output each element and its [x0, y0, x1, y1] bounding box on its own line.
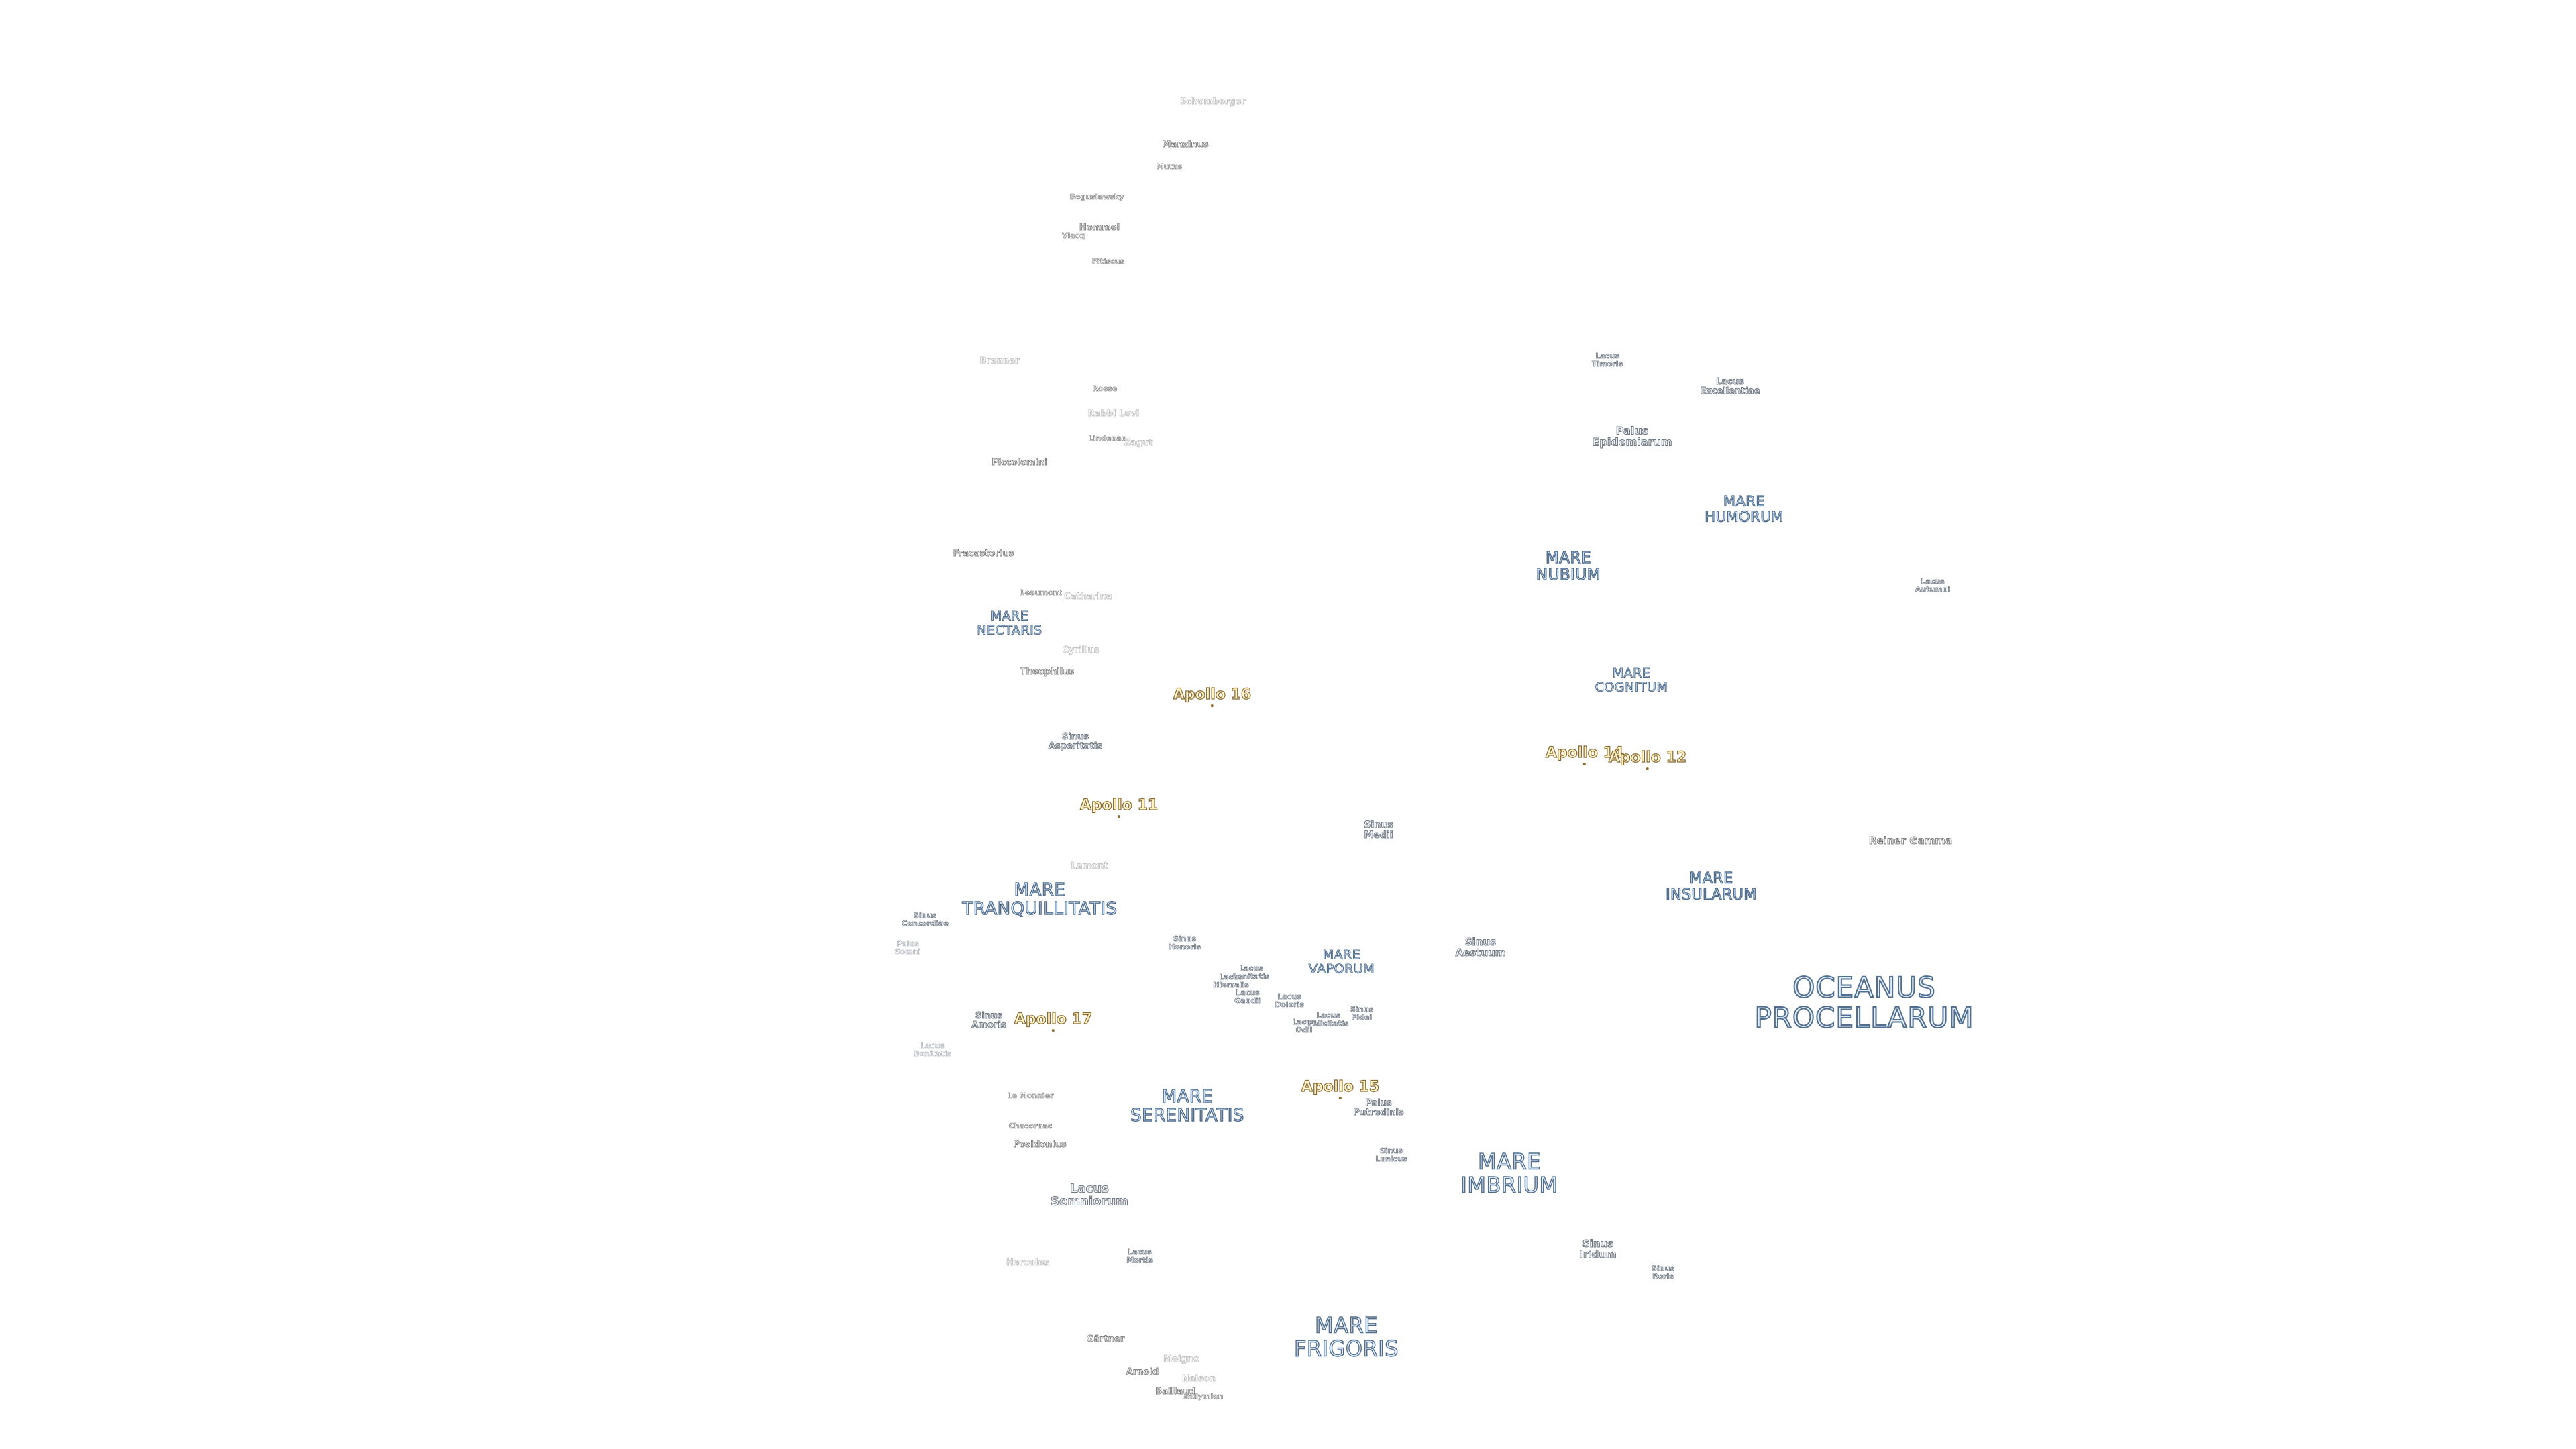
feature-label-lacus-excellentiae[interactable]: Lacus Excellentiae — [1700, 376, 1760, 396]
crater-label-rosse[interactable]: Rosse — [1092, 384, 1118, 394]
crater-label-chacornac[interactable]: Chacornac — [1008, 1122, 1053, 1131]
feature-label-sinus-roris[interactable]: Sinus Roris — [1652, 1264, 1675, 1281]
crater-label-posidonius[interactable]: Posidonius — [1013, 1139, 1067, 1150]
apollo-14-label: Apollo 14 — [1545, 745, 1624, 762]
crater-label-fracastorius[interactable]: Fracastorius — [953, 548, 1014, 559]
apollo-14-site[interactable]: Apollo 14 — [1545, 745, 1624, 765]
apollo-11-marker — [1117, 814, 1120, 818]
feature-label-lacus-lenitatis[interactable]: Lacus Lenitatis — [1232, 964, 1270, 981]
apollo-15-marker — [1338, 1096, 1342, 1099]
feature-label-sinus-aestuum[interactable]: Sinus Aestuum — [1455, 935, 1506, 959]
crater-label-beaumont[interactable]: Beaumont — [1019, 588, 1062, 598]
apollo-14-marker — [1582, 762, 1586, 765]
feature-label-lacus-gaudii[interactable]: Lacus Gaudii — [1234, 988, 1261, 1005]
feature-label-palus-epidemiarum[interactable]: Palus Epidemiarum — [1592, 424, 1672, 449]
feature-label-lacus-timoris[interactable]: Lacus Timoris — [1591, 352, 1623, 368]
crater-label-catharina[interactable]: Catharina — [1064, 591, 1112, 602]
feature-label-lacus-doloris[interactable]: Lacus Doloris — [1275, 992, 1305, 1009]
apollo-15-label: Apollo 15 — [1301, 1079, 1380, 1096]
apollo-16-label: Apollo 16 — [1173, 686, 1252, 704]
feature-label-lacus-autumni[interactable]: Lacus Autumni — [1915, 577, 1951, 594]
feature-label-sinus-fidei[interactable]: Sinus Fidei — [1350, 1005, 1374, 1022]
crater-label-manzinus[interactable]: Manzinus — [1162, 139, 1209, 150]
crater-label-nelson[interactable]: Nelson — [1181, 1373, 1216, 1384]
apollo-12-label: Apollo 12 — [1608, 749, 1687, 767]
mare-label-insularum[interactable]: MARE INSULARUM — [1665, 870, 1757, 903]
feature-label-lacus-hiemalis[interactable]: Lacus Hiemalis — [1213, 973, 1249, 989]
crater-label-schomberger[interactable]: Schomberger — [1180, 96, 1246, 107]
crater-label-mutus[interactable]: Mutus — [1156, 162, 1183, 172]
crater-label-arnold[interactable]: Arnold — [1126, 1366, 1159, 1377]
crater-label-hommel[interactable]: Hommel — [1079, 222, 1120, 233]
mare-label-nectaris[interactable]: MARE NECTARIS — [977, 608, 1042, 637]
apollo-11-label: Apollo 11 — [1079, 797, 1159, 814]
apollo-11-site[interactable]: Apollo 11 — [1079, 797, 1159, 818]
apollo-16-site[interactable]: Apollo 16 — [1173, 686, 1252, 707]
mare-label-cognitum[interactable]: MARE COGNITUM — [1595, 665, 1668, 694]
feature-label-sinus-iridum[interactable]: Sinus Iridum — [1579, 1237, 1617, 1260]
crater-label-zagut[interactable]: Zagut — [1124, 437, 1153, 448]
crater-label-boguslawsky[interactable]: Boguslawsky — [1069, 193, 1124, 202]
feature-label-sinus-asperitatis[interactable]: Sinus Asperitatis — [1048, 731, 1103, 751]
mare-label-nubium[interactable]: MARE NUBIUM — [1536, 549, 1601, 584]
feature-label-lacus-bonitatis[interactable]: Lacus Bonitatis — [914, 1041, 952, 1058]
apollo-17-label: Apollo 17 — [1014, 1011, 1093, 1028]
crater-label-vlacq[interactable]: Vlacq — [1061, 231, 1085, 241]
feature-label-sinus-concordiae[interactable]: Sinus Concordiae — [902, 911, 949, 928]
apollo-12-site[interactable]: Apollo 12 — [1608, 749, 1687, 770]
mare-label-humorum[interactable]: MARE HUMORUM — [1705, 493, 1784, 525]
feature-label-sinus-amoris[interactable]: Sinus Amoris — [971, 1010, 1006, 1030]
feature-label-palus-putredinis[interactable]: Palus Putredinis — [1353, 1097, 1404, 1118]
apollo-16-marker — [1210, 704, 1214, 707]
crater-label-lindenau[interactable]: Lindenau — [1088, 434, 1127, 443]
crater-label-theophilus[interactable]: Theophilus — [1020, 666, 1075, 677]
crater-label-cyrillus[interactable]: Cyrillus — [1062, 645, 1099, 655]
crater-label-baillaud[interactable]: Baillaud — [1155, 1386, 1195, 1397]
feature-label-lacus-odii[interactable]: Lacus Odii — [1292, 1018, 1316, 1034]
feature-label-lacus-felicitatis[interactable]: Lacus Felicitatis — [1307, 1011, 1349, 1028]
crater-label-pitiscus[interactable]: Pitiscus — [1091, 257, 1125, 266]
feature-label-sinus-honoris[interactable]: Sinus Honoris — [1169, 934, 1201, 951]
crater-label-endymion[interactable]: Endymion — [1182, 1392, 1224, 1401]
feature-label-palus-somni[interactable]: Palus Somni — [894, 939, 921, 956]
apollo-12-marker — [1646, 767, 1649, 770]
crater-label-gartner[interactable]: Gärtner — [1086, 1334, 1125, 1344]
crater-label-lamont[interactable]: Lamont — [1071, 861, 1108, 871]
mare-label-oceanus-procellarum[interactable]: OCEANUS PROCELLARUM — [1754, 971, 1974, 1034]
crater-label-hercules[interactable]: Hercules — [1006, 1257, 1050, 1268]
feature-label-lacus-mortis[interactable]: Lacus Mortis — [1126, 1248, 1153, 1265]
apollo-17-marker — [1051, 1028, 1055, 1032]
crater-label-piccolomini[interactable]: Piccolomini — [991, 457, 1048, 468]
crater-label-rabbi-levi[interactable]: Rabbi Levi — [1087, 408, 1140, 419]
crater-label-brenner[interactable]: Brenner — [979, 356, 1020, 366]
feature-label-reiner-gamma[interactable]: Reiner Gamma — [1868, 834, 1953, 847]
mare-label-vaporum[interactable]: MARE VAPORUM — [1308, 947, 1375, 976]
apollo-15-site[interactable]: Apollo 15 — [1301, 1079, 1380, 1099]
mare-label-frigoris[interactable]: MARE FRIGORIS — [1293, 1312, 1399, 1361]
feature-label-lacus-somniorum[interactable]: Lacus Somniorum — [1051, 1181, 1129, 1209]
mare-label-serenitatis[interactable]: MARE SERENITATIS — [1130, 1086, 1244, 1126]
mare-label-imbrium[interactable]: MARE IMBRIUM — [1460, 1148, 1558, 1197]
crater-label-moigno[interactable]: Moigno — [1163, 1354, 1200, 1364]
feature-label-sinus-medii[interactable]: Sinus Medii — [1364, 819, 1393, 841]
mare-label-tranquillitatis[interactable]: MARE TRANQUILLITATIS — [962, 879, 1118, 919]
feature-label-sinus-lunicus[interactable]: Sinus Lunicus — [1375, 1146, 1407, 1163]
apollo-17-site[interactable]: Apollo 17 — [1014, 1011, 1093, 1032]
crater-label-le-monnier[interactable]: Le Monnier — [1007, 1091, 1054, 1101]
